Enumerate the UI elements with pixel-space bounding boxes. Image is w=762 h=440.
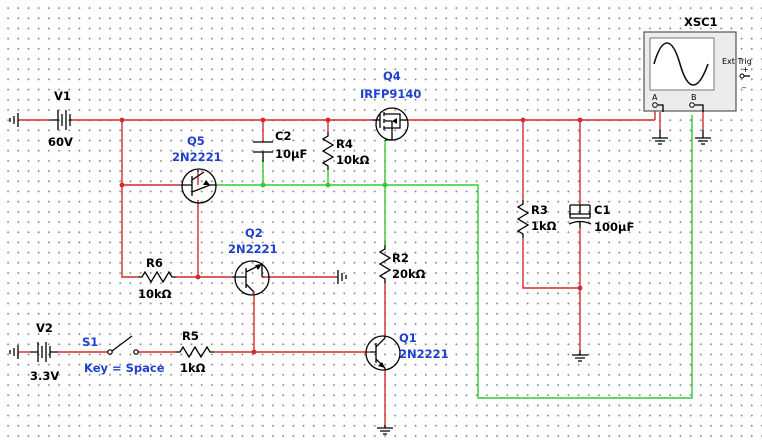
scope-plus-label: + xyxy=(742,65,749,74)
resistor-r3[interactable]: R3 1kΩ xyxy=(516,200,557,238)
scope-channel-a-label: A xyxy=(652,93,658,102)
resistor-r4[interactable]: R4 10kΩ xyxy=(321,132,370,170)
c1-value: 100µF xyxy=(594,220,634,234)
resistor-r2[interactable]: R2 20kΩ xyxy=(378,245,426,283)
transistor-q5[interactable]: Q5 2N2221 xyxy=(172,134,222,204)
resistor-r6[interactable]: R6 10kΩ xyxy=(138,256,176,301)
scope-minus-label: _ xyxy=(741,79,747,88)
r2-ref: R2 xyxy=(392,251,409,265)
c2-ref: C2 xyxy=(275,129,291,143)
v1-value: 60V xyxy=(48,135,73,149)
resistor-r5[interactable]: R5 1kΩ xyxy=(176,329,214,375)
q5-ref: Q5 xyxy=(187,134,205,148)
ground-scope-a xyxy=(652,130,668,145)
transistor-q1[interactable]: Q1 2N2221 xyxy=(365,331,449,371)
scope-channel-a-terminal[interactable] xyxy=(652,102,658,108)
q2-part: 2N2221 xyxy=(228,242,278,256)
q1-ref: Q1 xyxy=(399,331,417,345)
r6-value: 10kΩ xyxy=(138,287,172,301)
capacitor-c2[interactable]: C2 10µF xyxy=(253,129,307,162)
scope-channel-b-terminal[interactable] xyxy=(689,102,695,108)
r6-ref: R6 xyxy=(146,256,163,270)
xsc1-ref: XSC1 xyxy=(684,15,718,29)
mosfet-q4[interactable]: Q4 IRFP9140 xyxy=(360,69,421,141)
ground-q2 xyxy=(337,270,347,284)
switch-s1[interactable]: S1 Key = Space xyxy=(82,335,165,375)
q4-ref: Q4 xyxy=(383,69,401,83)
ground-q1 xyxy=(377,425,393,435)
v2-value: 3.3V xyxy=(30,369,59,383)
junction-dots xyxy=(119,117,583,355)
c1-ref: C1 xyxy=(594,203,610,217)
ground-c1 xyxy=(572,350,588,362)
q4-part: IRFP9140 xyxy=(360,87,421,101)
v1-ref: V1 xyxy=(54,89,71,103)
v2-ref: V2 xyxy=(36,321,53,335)
oscilloscope-xsc1[interactable]: XSC1 Ext Trig + _ A B xyxy=(643,15,752,112)
r3-ref: R3 xyxy=(531,203,548,217)
s1-ref: S1 xyxy=(82,335,98,349)
r4-ref: R4 xyxy=(336,137,353,151)
scope-screen-wave xyxy=(653,42,709,86)
r5-ref: R5 xyxy=(182,329,199,343)
scope-channel-b-label: B xyxy=(691,93,697,102)
ground-left-v2 xyxy=(9,345,19,359)
r4-value: 10kΩ xyxy=(336,153,370,167)
battery-v2[interactable]: V2 3.3V xyxy=(30,321,59,383)
r5-value: 1kΩ xyxy=(180,361,206,375)
r2-value: 20kΩ xyxy=(392,267,426,281)
c2-value: 10µF xyxy=(275,147,307,161)
q5-part: 2N2221 xyxy=(172,150,222,164)
capacitor-c1[interactable]: C1 100µF xyxy=(568,203,634,234)
r3-value: 1kΩ xyxy=(531,219,557,233)
s1-value: Key = Space xyxy=(84,361,165,375)
ground-left-v1 xyxy=(9,113,19,127)
q1-part: 2N2221 xyxy=(399,347,449,361)
ground-scope-b xyxy=(695,130,711,145)
battery-v1[interactable]: V1 60V xyxy=(48,89,73,149)
scope-ext-trig-label: Ext Trig xyxy=(722,57,752,66)
transistor-q2[interactable]: Q2 2N2221 xyxy=(228,226,278,296)
wires-signal xyxy=(216,115,693,399)
q2-ref: Q2 xyxy=(245,226,263,240)
